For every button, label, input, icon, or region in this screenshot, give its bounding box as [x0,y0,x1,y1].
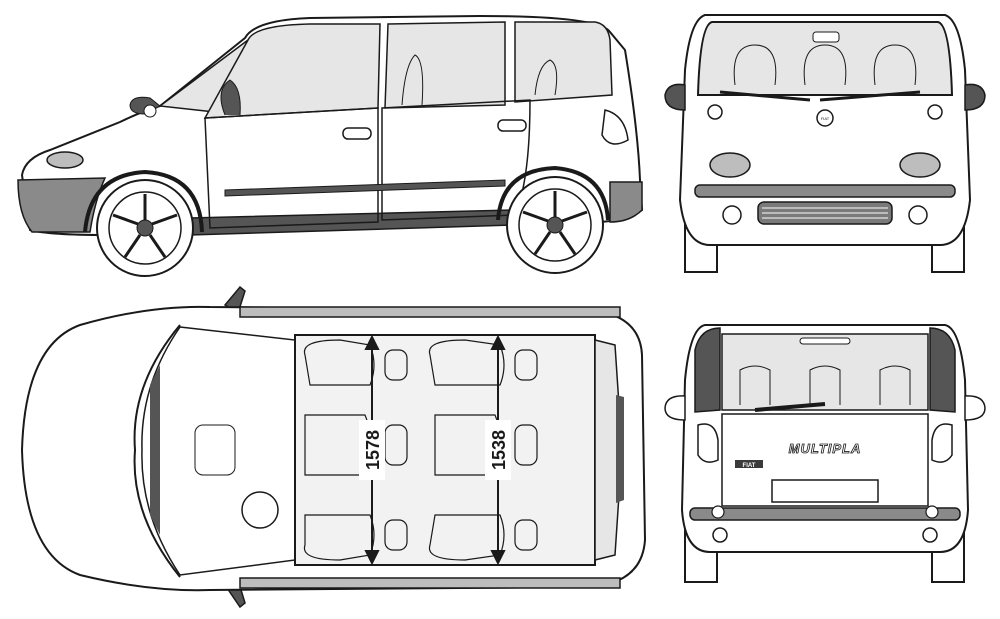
side-rear-handle [497,119,527,132]
top-bonnet [133,324,181,578]
front-grille-slats [762,207,888,219]
rear-seat-hint [809,365,841,405]
front-track-label: 1578 [363,430,383,470]
side-view-drawing [17,14,644,277]
rear-left-foglight [712,527,728,543]
front-seat-hint [803,44,847,86]
front-seat-hint [873,44,917,86]
top-rear-window [594,339,623,561]
front-logo-text: FIAT [821,116,830,121]
rear-seat-hint [739,365,771,405]
rear-right-pillar [929,327,956,413]
top-view-drawing: 1578 1538 [20,285,647,609]
front-bumper-strip [694,184,956,198]
side-rear-arch [496,165,610,221]
side-front-handle [342,127,372,140]
front-logo [816,109,834,127]
top-windshield-dark [150,365,160,535]
front-view-drawing: FIAT [664,14,986,273]
rear-model-badge: MULTIPLA [789,441,862,456]
front-wiper [719,90,811,102]
rear-right-foglight [922,527,938,543]
rear-seat-hint [879,365,911,405]
side-rear-wheel [506,176,604,274]
front-left-mirror [664,83,686,111]
side-front-door [204,107,379,229]
front-seat-hint [733,44,777,86]
rear-license-plate [771,479,879,503]
side-taillight [601,109,629,145]
side-body-strip [224,179,506,197]
rear-logo-plate [735,460,763,468]
top-view: 1578 1538 [10,285,650,615]
rear-window [721,333,929,411]
front-right-mirror [964,83,986,111]
rear-left-reflector [711,505,725,519]
top-roof-rail-lower [239,577,621,589]
front-upper-light-left [707,104,723,120]
side-front-window [203,23,381,119]
top-windshield [141,326,296,576]
front-view: FIAT [660,10,990,280]
rear-view: MULTIPLA FIAT [660,320,990,590]
side-rear-window [384,21,506,109]
rear-right-taillight [931,423,953,463]
front-left-headlight [709,152,751,178]
rear-track-label-bg [485,420,511,480]
rear-track-arrow [490,334,506,566]
side-seat-hint [401,54,424,106]
rear-tailgate [721,413,929,507]
top-roof [294,334,596,566]
rear-view-drawing: MULTIPLA FIAT [664,324,986,583]
side-rear-bumper [609,181,643,223]
rear-wiper [754,402,826,412]
rear-left-pillar [694,327,721,413]
side-headlight [46,151,84,169]
front-left-foglight [722,205,742,225]
rear-brake-light [799,337,851,345]
side-front-arch [83,169,204,233]
side-seat-hint [534,59,558,96]
rear-left-taillight [697,423,719,463]
front-track-label-bg [359,420,385,480]
side-view [10,10,650,280]
front-right-headlight [899,152,941,178]
rear-logo-text: FIAT [743,463,756,469]
rear-track-label: 1538 [489,430,509,470]
front-right-foglight [908,205,928,225]
front-windshield [696,21,954,96]
side-quarter-window [514,21,613,103]
top-roof-rail-upper [239,306,621,318]
side-indicator [143,104,157,118]
front-upper-light-right [927,104,943,120]
top-rear-dark-strip [616,395,624,503]
top-steering-wheel [241,491,279,529]
front-wiper [819,90,921,102]
rear-right-reflector [925,505,939,519]
front-rearview-mirror [812,31,840,43]
side-front-wheel [96,179,194,277]
top-console [194,424,236,476]
side-seat-hint [220,79,241,116]
rear-right-mirror [964,395,986,421]
rear-bumper-strip [689,507,961,521]
rear-left-mirror [664,395,686,421]
